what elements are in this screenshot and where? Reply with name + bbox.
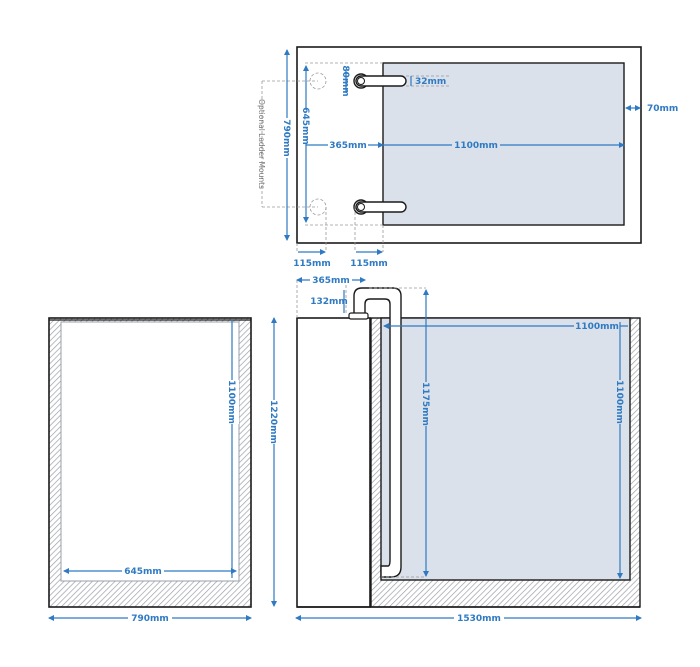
side-ladder-height-label: 1175mm (420, 382, 430, 426)
side-view-water (380, 317, 631, 581)
optional-ladder-mount-top (309, 72, 327, 90)
top-ladder-offset-label: 80mm (340, 65, 350, 96)
optional-ladder-mounts-note: Optional Ladder Mounts (257, 99, 266, 189)
top-mount-offset-left-label: 115mm (293, 259, 331, 269)
side-overall-length-label: 1530mm (457, 614, 501, 624)
side-pool-length-label: 1100mm (575, 322, 619, 332)
top-view: 790mm 645mm 80mm 32mm 365mm 1100mm 70mm … (257, 46, 678, 269)
end-inner-depth-label: 1100mm (226, 380, 236, 424)
top-deck-width-label: 365mm (329, 141, 367, 151)
top-rail-diameter-label: 32mm (415, 77, 446, 87)
ladder-rail-top (353, 73, 407, 89)
end-overall-height-label: 1220mm (268, 400, 278, 444)
side-deck-width-label: 365mm (312, 276, 350, 286)
end-inner-width-label: 645mm (124, 567, 162, 577)
side-ladder-rise-label: 132mm (310, 297, 348, 307)
top-inner-depth-label: 645mm (300, 107, 310, 145)
end-overall-width-label: 790mm (131, 614, 169, 624)
top-mount-offset-right-label: 115mm (350, 259, 388, 269)
side-view-deck (296, 317, 371, 608)
ladder-base-plate (348, 312, 369, 320)
end-view-inner-cavity (60, 321, 240, 582)
side-view: 365mm 132mm 1175mm 1100mm 1100mm 1530mm (295, 274, 642, 624)
top-wall-thickness-label: 70mm (647, 104, 678, 114)
top-pool-length-label: 1100mm (454, 141, 498, 151)
top-overall-depth-label: 790mm (281, 119, 291, 157)
top-view-pool-basin (382, 62, 625, 226)
ladder-handrail (353, 287, 402, 578)
side-pool-depth-label: 1100mm (614, 380, 624, 424)
end-view: 1100mm 1220mm 645mm 790mm (48, 317, 281, 624)
ladder-rail-bottom (353, 199, 407, 215)
